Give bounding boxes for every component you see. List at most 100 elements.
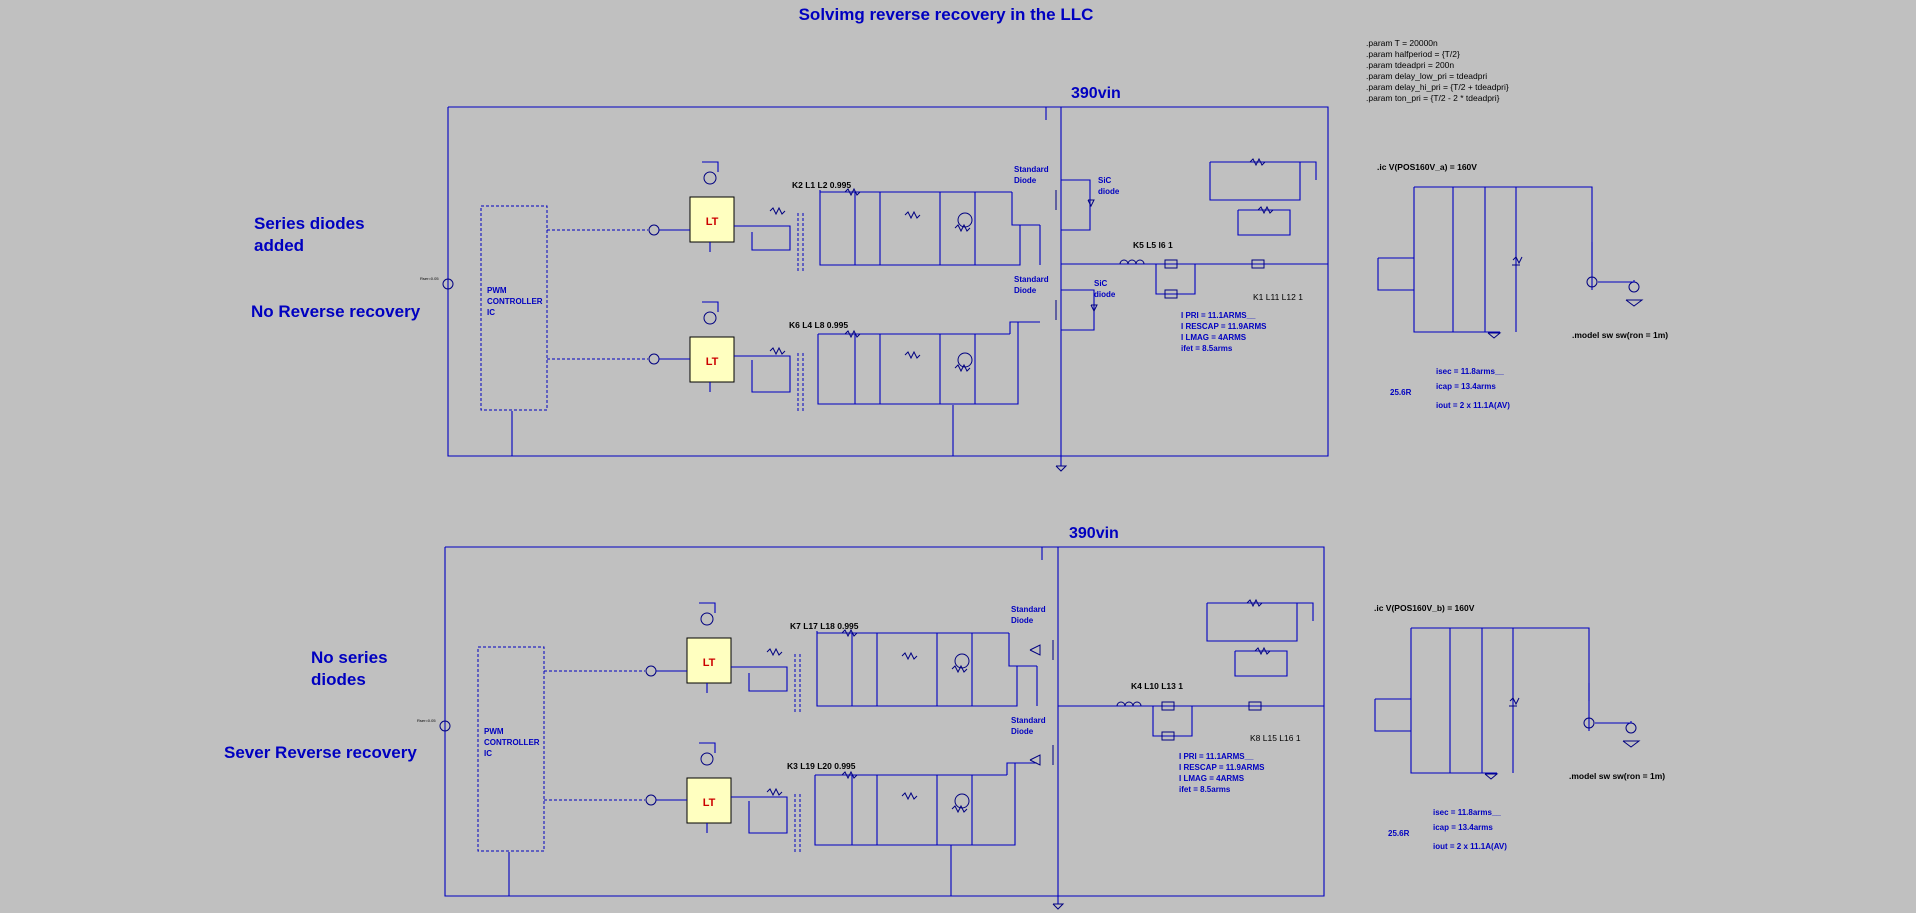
gate-driver-top[interactable]: LT xyxy=(645,602,788,693)
resonant-inductor xyxy=(1119,259,1145,265)
supply-source-icon xyxy=(703,171,717,185)
input-pulse-icon xyxy=(645,665,657,677)
resistor xyxy=(769,346,786,356)
circuit-series-diodes[interactable]: Series diodes added No Reverse recovery … xyxy=(251,85,1668,472)
note-added: added xyxy=(254,236,304,255)
vin-label: 390vin xyxy=(1071,85,1121,102)
ic-directive: .ic V(POS160V_a) = 160V xyxy=(1377,162,1477,172)
current-annotation: ifet = 8.5arms xyxy=(1181,344,1233,353)
sic-diode-label: diode xyxy=(1094,290,1116,299)
current-annotation: I LMAG = 4ARMS xyxy=(1179,774,1245,783)
wire xyxy=(699,742,716,753)
gate-transformer-bottom xyxy=(794,762,1037,854)
gate-driver-ic[interactable] xyxy=(689,336,735,383)
resistor xyxy=(769,206,786,216)
ic-directive: .ic V(POS160V_b) = 160V xyxy=(1374,603,1475,613)
transformer-winding xyxy=(1164,289,1178,299)
std-diode-label: Standard xyxy=(1014,165,1049,174)
wire xyxy=(1152,706,1193,737)
note-no-series: No series xyxy=(311,648,388,667)
sense-network xyxy=(1209,157,1317,236)
transformer-winding xyxy=(1248,701,1262,711)
input-pulse-icon xyxy=(645,794,657,806)
circuit-no-series-diodes[interactable]: No series diodes Sever Reverse recovery … xyxy=(224,525,1665,910)
gate-driver-ic[interactable] xyxy=(686,777,732,824)
transformer-winding xyxy=(1251,259,1265,269)
std-diode-label: Diode xyxy=(1011,727,1034,736)
coupling-label-bottom: K3 L19 L20 0.995 xyxy=(787,761,856,771)
note-recovery: Sever Reverse recovery xyxy=(224,743,417,762)
directive-line: .param T = 20000n xyxy=(1366,38,1438,48)
current-annotation: I LMAG = 4ARMS xyxy=(1181,333,1247,342)
supply-source-icon xyxy=(703,311,717,325)
transformer-winding xyxy=(1164,259,1178,269)
gate-driver-ic[interactable] xyxy=(686,637,732,684)
gate-transformer-bottom xyxy=(797,321,1040,413)
current-annotation: I RESCAP = 11.9ARMS xyxy=(1179,763,1265,772)
std-diode-label: Standard xyxy=(1011,716,1046,725)
current-annotation: ifet = 8.5arms xyxy=(1179,785,1231,794)
high-side-mosfet[interactable] xyxy=(1029,640,1054,660)
lt-logo-icon: LT xyxy=(703,797,716,809)
source-label: Rser=0.05 xyxy=(420,276,439,281)
pwm-label: PWM xyxy=(487,286,507,295)
note-diodes: diodes xyxy=(311,670,366,689)
coupling-label-bottom: K6 L4 L8 0.995 xyxy=(789,320,848,330)
source-label: Rser=0.05 xyxy=(417,718,436,723)
std-diode-label: Diode xyxy=(1014,176,1037,185)
gate-driver-ic[interactable] xyxy=(689,196,735,243)
directive-line: .param delay_low_pri = tdeadpri xyxy=(1366,71,1487,81)
primary-loop-wire xyxy=(447,106,1329,457)
secondary-rectifier xyxy=(1374,627,1590,774)
pwm-label: CONTROLLER xyxy=(484,738,540,747)
main-coupling-label: K5 L5 l6 1 xyxy=(1133,240,1173,250)
current-annotation: I RESCAP = 11.9ARMS xyxy=(1181,322,1267,331)
output-load xyxy=(1487,242,1644,339)
resistor xyxy=(766,647,783,657)
output-load xyxy=(1484,683,1641,780)
gate-transformer-top xyxy=(797,187,1040,273)
input-voltage-source[interactable] xyxy=(439,720,451,732)
sic-diode-label: SiC xyxy=(1098,176,1112,185)
low-side-mosfet[interactable] xyxy=(1029,745,1054,766)
std-diode-label: Diode xyxy=(1014,286,1037,295)
model-directive: .model sw sw(ron = 1m) xyxy=(1572,330,1668,340)
input-voltage-source[interactable] xyxy=(442,278,454,290)
output-current: icap = 13.4arms xyxy=(1436,382,1496,391)
wire xyxy=(731,666,788,692)
note-recovery: No Reverse recovery xyxy=(251,302,421,321)
supply-source-icon xyxy=(700,752,714,766)
supply-source-icon xyxy=(700,612,714,626)
output-current: iout = 2 x 11.1A(AV) xyxy=(1433,842,1507,851)
std-diode-label: Standard xyxy=(1014,275,1049,284)
sense-network xyxy=(1206,598,1314,677)
schematic-title: Solvimg reverse recovery in the LLC xyxy=(799,5,1094,24)
gate-driver-top[interactable]: LT xyxy=(648,161,791,252)
primary-loop-wire xyxy=(444,546,1325,897)
ground-symbol xyxy=(1052,903,1065,910)
secondary-rectifier xyxy=(1377,186,1593,333)
output-current: iout = 2 x 11.1A(AV) xyxy=(1436,401,1510,410)
directive-line: .param delay_hi_pri = {T/2 + tdeadpri} xyxy=(1366,82,1509,92)
pwm-controller-box[interactable] xyxy=(480,205,548,411)
sic-diode-label: diode xyxy=(1098,187,1120,196)
main-coupling-label: K4 L10 L13 1 xyxy=(1131,681,1183,691)
pwm-label: CONTROLLER xyxy=(487,297,543,306)
transformer-winding xyxy=(1161,731,1175,741)
pwm-controller-box[interactable] xyxy=(477,646,545,852)
low-side-mosfet[interactable] xyxy=(1055,289,1098,331)
sic-diode-label: SiC xyxy=(1094,279,1108,288)
lt-logo-icon: LT xyxy=(706,216,719,228)
high-side-mosfet[interactable] xyxy=(1055,179,1095,231)
gate-driver-bottom[interactable]: LT xyxy=(648,301,791,393)
std-diode-label: Diode xyxy=(1011,616,1034,625)
wire xyxy=(702,161,719,172)
load-label: 25.6R xyxy=(1388,829,1410,838)
note-series-diodes: Series diodes xyxy=(254,214,365,233)
directive-line: .param ton_pri = {T/2 - 2 * tdeadpri} xyxy=(1366,93,1500,103)
vin-label: 390vin xyxy=(1069,525,1119,542)
gate-driver-bottom[interactable]: LT xyxy=(645,742,788,834)
wire xyxy=(1155,264,1196,295)
resonant-inductor xyxy=(1116,701,1142,707)
